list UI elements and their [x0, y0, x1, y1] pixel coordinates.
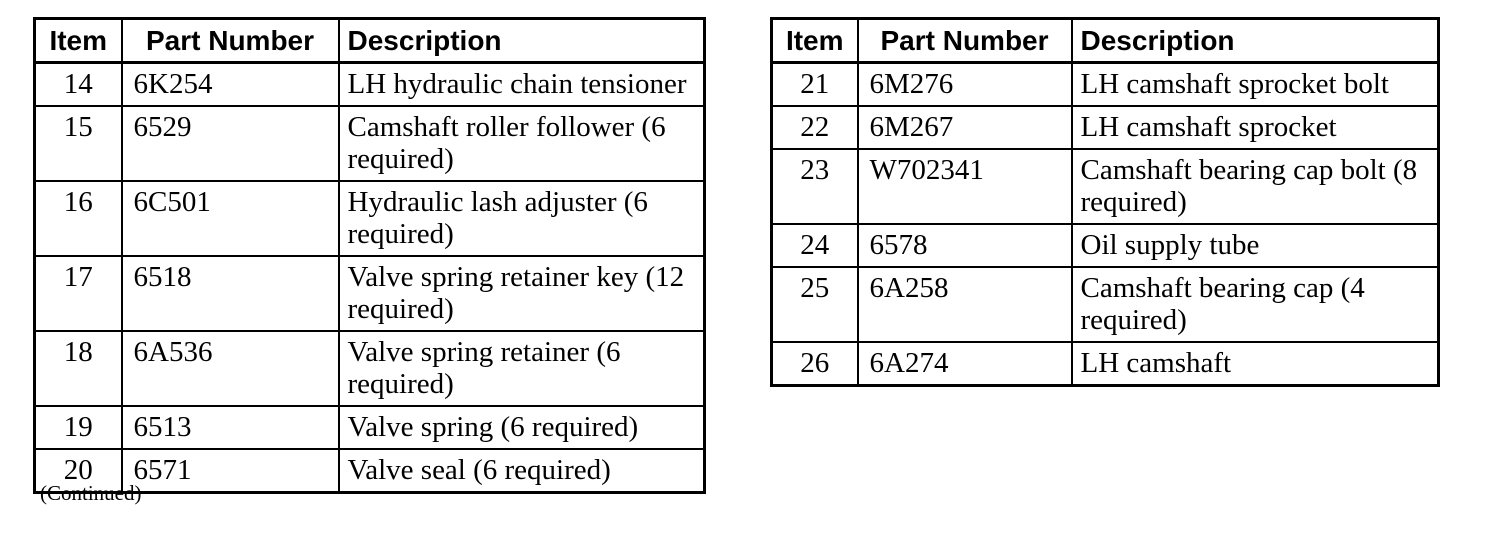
- item-cell: 15: [33, 105, 123, 182]
- table-row: 18 6A536 Valve spring retainer (6 requir…: [33, 330, 706, 407]
- part-number-cell: 6M267: [856, 105, 1073, 150]
- table-row: 23 W702341 Camshaft bearing cap bolt (8 …: [770, 148, 1440, 225]
- item-cell: 26: [770, 341, 859, 387]
- table-row: 21 6M276 LH camshaft sprocket bolt: [770, 61, 1440, 107]
- table-row: 19 6513 Valve spring (6 required): [33, 405, 706, 450]
- parts-table-left: Item Part Number Description 14 6K254 LH…: [33, 17, 706, 494]
- part-number-cell: 6529: [120, 105, 340, 182]
- table-row: 15 6529 Camshaft roller follower (6 requ…: [33, 105, 706, 182]
- description-cell: LH camshaft: [1070, 341, 1440, 387]
- item-cell: 16: [33, 180, 123, 257]
- continued-note: (Continued): [40, 481, 142, 505]
- part-number-cell: 6A258: [856, 266, 1073, 343]
- part-number-cell: 6K254: [120, 61, 340, 107]
- description-cell: Camshaft bearing cap bolt (8 required): [1070, 148, 1440, 225]
- description-cell: LH hydraulic chain tensioner: [337, 61, 706, 107]
- column-header-item: Item: [33, 17, 123, 64]
- table-row: 20 6571 Valve seal (6 required): [33, 448, 706, 494]
- header-row: Item Part Number Description: [770, 17, 1440, 64]
- column-header-description: Description: [1070, 17, 1440, 64]
- table-row: 17 6518 Valve spring retainer key (12 re…: [33, 255, 706, 332]
- table-row: 24 6578 Oil supply tube: [770, 223, 1440, 268]
- table-row: 26 6A274 LH camshaft: [770, 341, 1440, 387]
- column-header-part-number: Part Number: [856, 17, 1073, 64]
- column-header-description: Description: [337, 17, 706, 64]
- item-cell: 20: [33, 448, 123, 494]
- item-cell: 21: [770, 61, 859, 107]
- part-number-cell: 6578: [856, 223, 1073, 268]
- part-number-cell: 6M276: [856, 61, 1073, 107]
- column-header-item: Item: [770, 17, 859, 64]
- description-cell: Camshaft bearing cap (4 required): [1070, 266, 1440, 343]
- item-cell: 22: [770, 105, 859, 150]
- table-row: 14 6K254 LH hydraulic chain tensioner: [33, 61, 706, 107]
- item-cell: 19: [33, 405, 123, 450]
- description-cell: LH camshaft sprocket: [1070, 105, 1440, 150]
- description-cell: LH camshaft sprocket bolt: [1070, 61, 1440, 107]
- item-cell: 18: [33, 330, 123, 407]
- description-cell: Valve seal (6 required): [337, 448, 706, 494]
- item-cell: 24: [770, 223, 859, 268]
- column-header-part-number: Part Number: [120, 17, 340, 64]
- part-number-cell: 6513: [120, 405, 340, 450]
- table-row: 22 6M267 LH camshaft sprocket: [770, 105, 1440, 150]
- parts-table-right: Item Part Number Description 21 6M276 LH…: [770, 17, 1440, 387]
- table-row: 16 6C501 Hydraulic lash adjuster (6 requ…: [33, 180, 706, 257]
- table-row: 25 6A258 Camshaft bearing cap (4 require…: [770, 266, 1440, 343]
- item-cell: 25: [770, 266, 859, 343]
- item-cell: 17: [33, 255, 123, 332]
- description-cell: Valve spring retainer key (12 required): [337, 255, 706, 332]
- part-number-cell: 6A274: [856, 341, 1073, 387]
- part-number-cell: 6571: [120, 448, 340, 494]
- description-cell: Valve spring retainer (6 required): [337, 330, 706, 407]
- description-cell: Valve spring (6 required): [337, 405, 706, 450]
- description-cell: Camshaft roller follower (6 required): [337, 105, 706, 182]
- item-cell: 23: [770, 148, 859, 225]
- description-cell: Oil supply tube: [1070, 223, 1440, 268]
- header-row: Item Part Number Description: [33, 17, 706, 64]
- part-number-cell: 6518: [120, 255, 340, 332]
- part-number-cell: 6C501: [120, 180, 340, 257]
- item-cell: 14: [33, 61, 123, 107]
- part-number-cell: W702341: [856, 148, 1073, 225]
- part-number-cell: 6A536: [120, 330, 340, 407]
- description-cell: Hydraulic lash adjuster (6 required): [337, 180, 706, 257]
